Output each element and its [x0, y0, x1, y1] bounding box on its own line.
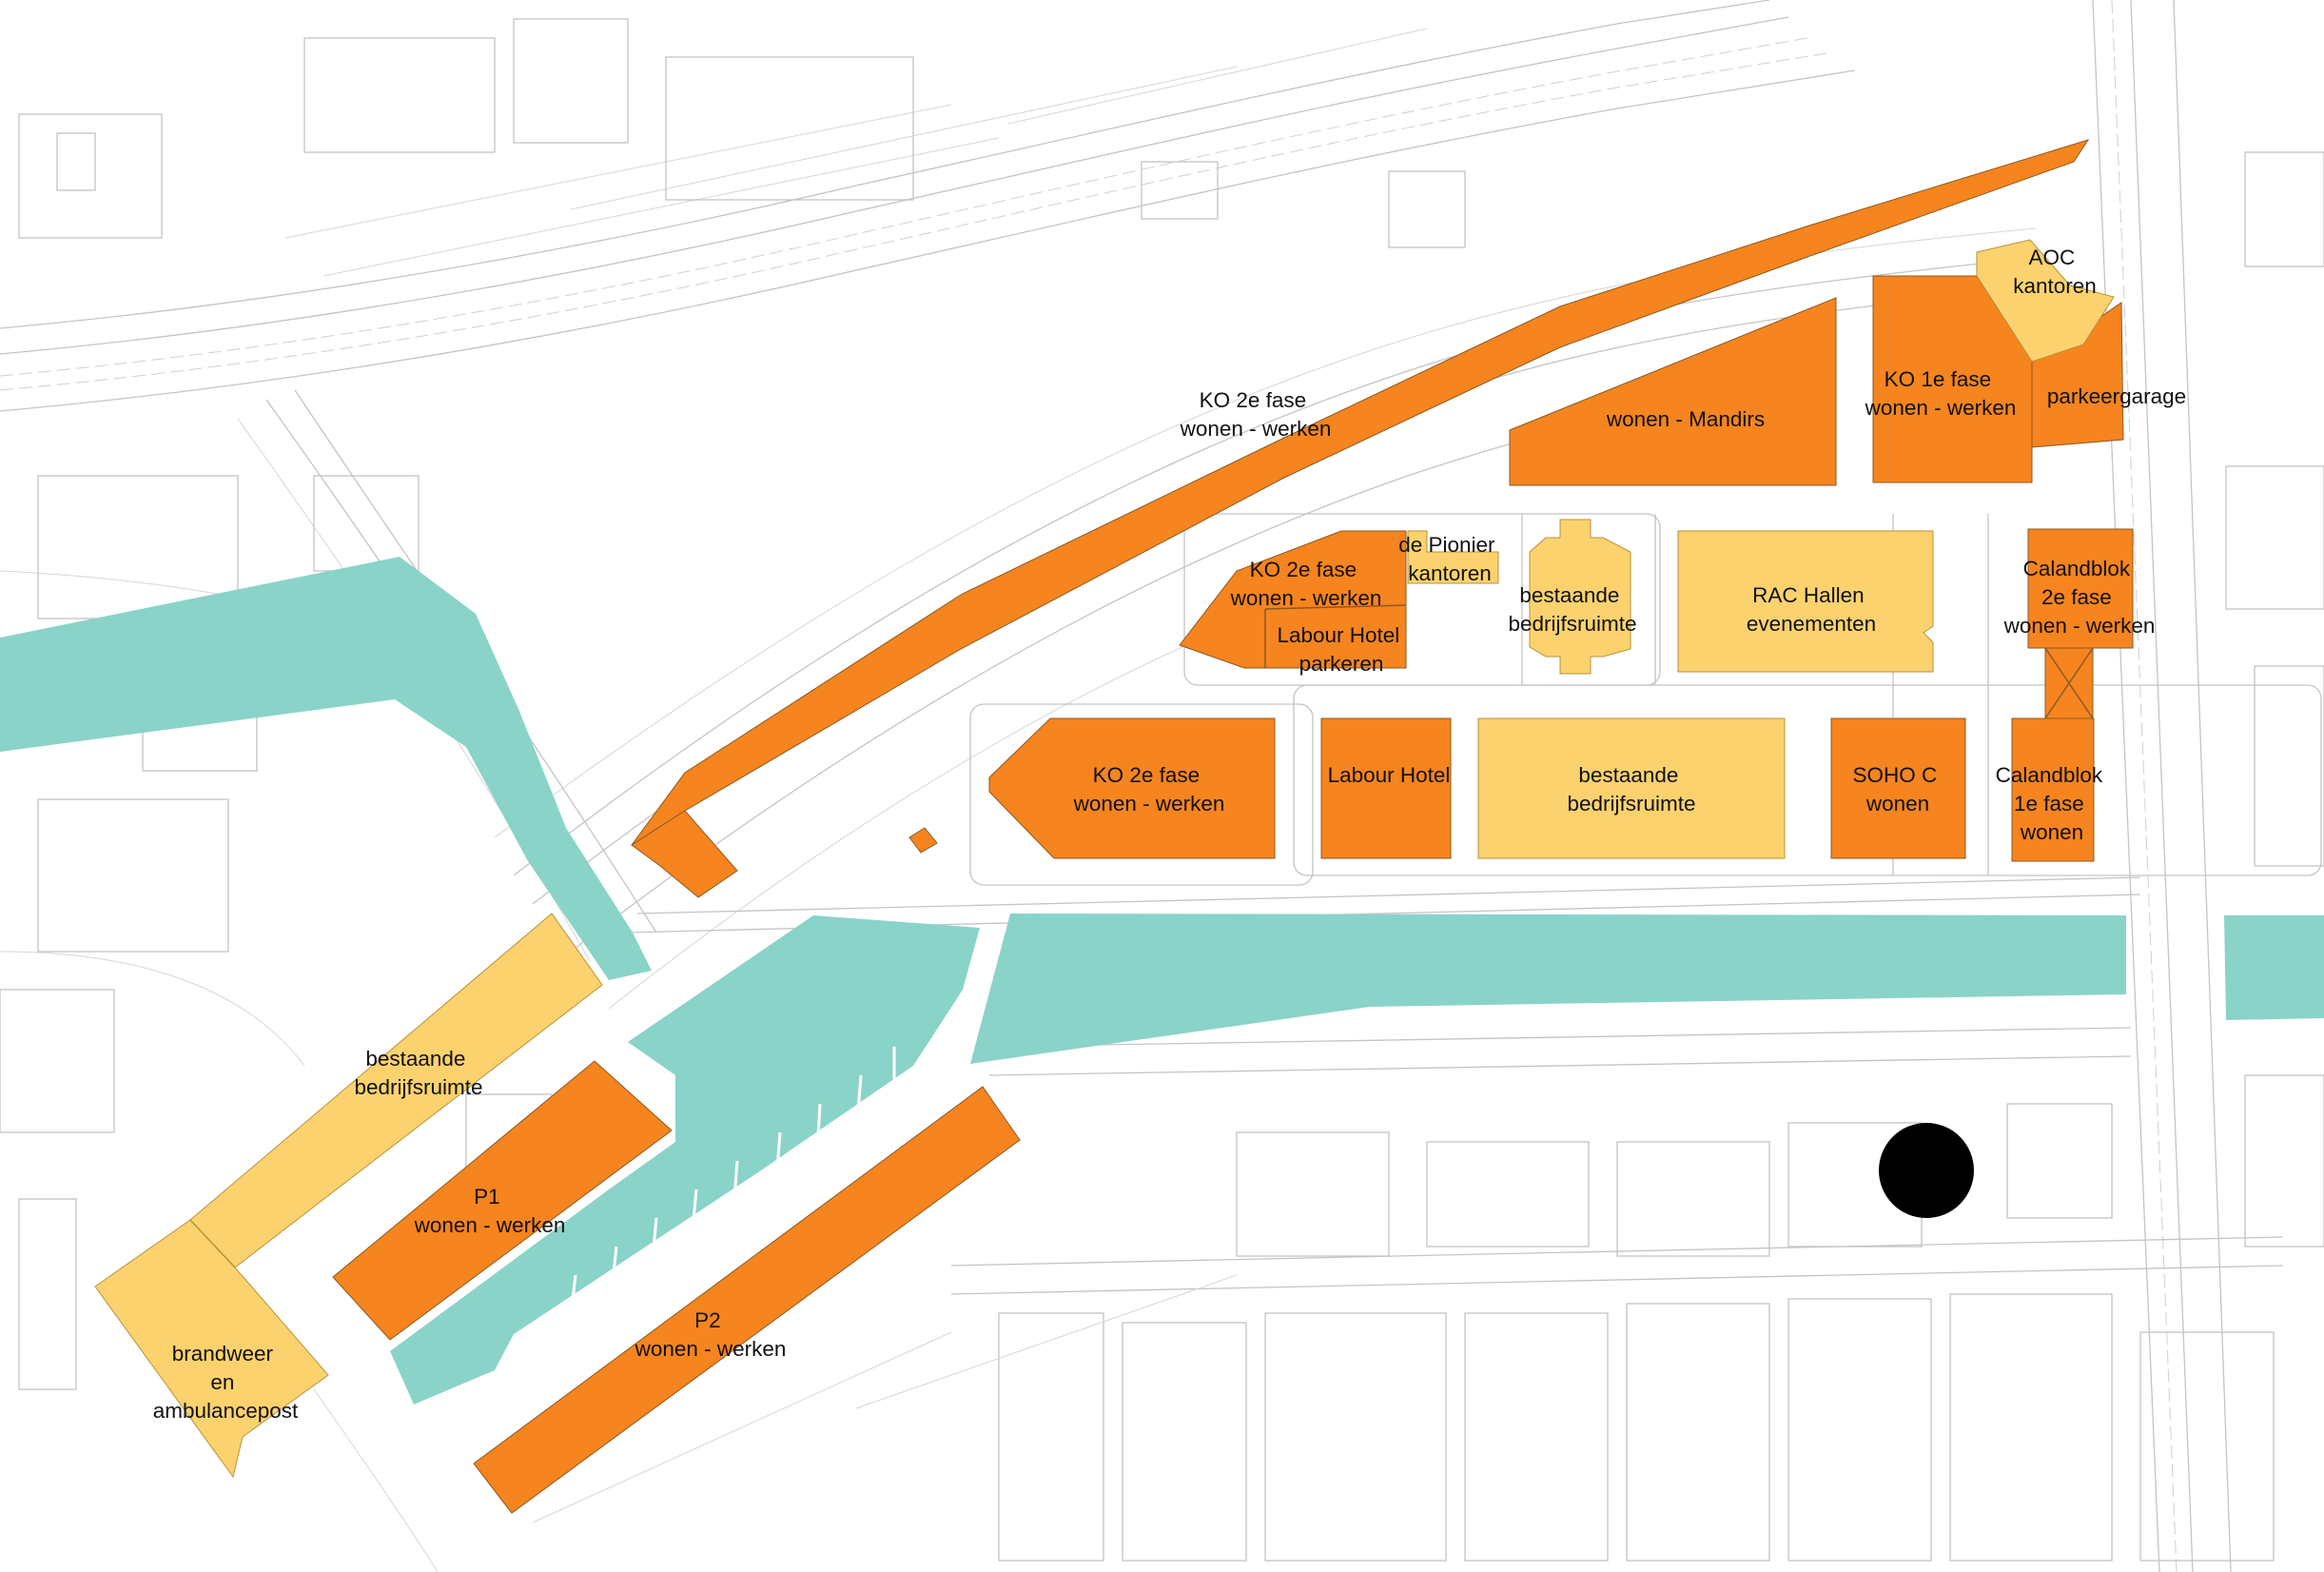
- label-line: kantoren: [2013, 274, 2097, 298]
- plot-ko2-strip: [631, 139, 2090, 846]
- label-pionier: de Pionier kantoren: [1398, 533, 1501, 585]
- canal-east: [970, 914, 2126, 1064]
- label-line: bedrijfsruimte: [1508, 612, 1636, 636]
- plot-pionier: [1407, 530, 1499, 584]
- label-line: Calandblok: [2023, 557, 2131, 580]
- plot-ko2-strip-end: [631, 810, 738, 898]
- label-aoc: AOC kantoren: [2013, 246, 2097, 298]
- plot-mandirs: [1509, 297, 1837, 486]
- label-line: bestaande: [1519, 583, 1619, 607]
- label-line: KO 1e fase: [1885, 367, 1992, 391]
- label-labour-hotel: Labour Hotel: [1328, 763, 1451, 787]
- label-line: Labour Hotel: [1328, 763, 1451, 787]
- label-line: wonen - Mandirs: [1606, 407, 1765, 431]
- label-ko2-strip: KO 2e fase wonen - werken: [1180, 388, 1332, 441]
- label-line: RAC Hallen: [1752, 583, 1865, 607]
- label-line: bestaande: [365, 1047, 465, 1071]
- label-line: KO 2e fase: [1093, 763, 1201, 787]
- plot-p2: [473, 1086, 1021, 1514]
- label-line: KO 2e fase: [1200, 388, 1307, 412]
- label-line: wonen - werken: [1073, 792, 1225, 815]
- label-line: kantoren: [1408, 561, 1492, 585]
- label-line: wonen - werken: [1865, 396, 2017, 420]
- label-ko1: KO 1e fase wonen - werken: [1865, 367, 2017, 420]
- label-line: wonen - werken: [1230, 586, 1382, 610]
- label-mandirs: wonen - Mandirs: [1606, 407, 1765, 431]
- development-plots: [94, 139, 2134, 1514]
- plot-bestaande-small: [1529, 519, 1631, 675]
- plot-p1: [332, 1060, 673, 1341]
- label-bestaande-small: bestaande bedrijfsruimte: [1508, 583, 1636, 636]
- label-line: wonen - werken: [635, 1337, 787, 1361]
- harbour-basin: [390, 915, 980, 1405]
- label-line: bedrijfsruimte: [354, 1075, 482, 1099]
- plot-calandblok1: [2011, 717, 2095, 862]
- label-calandblok2: Calandblok 2e fase wonen - werken: [2003, 557, 2156, 638]
- label-line: 2e fase: [2041, 585, 2112, 609]
- plot-aoc: [1976, 239, 2115, 363]
- label-line: evenementen: [1747, 612, 1876, 636]
- label-line: wonen - werken: [2003, 614, 2156, 638]
- plot-bestaande-center: [1477, 717, 1786, 859]
- label-ko2-low: KO 2e fase wonen - werken: [1073, 763, 1225, 815]
- label-soho: SOHO C wonen: [1852, 763, 1943, 815]
- basin-jetties: [548, 1047, 896, 1369]
- label-brandweer: brandweer en ambulancepost: [153, 1342, 299, 1423]
- label-bestaande-west: bestaande bedrijfsruimte: [354, 1047, 482, 1099]
- label-line: KO 2e fase: [1250, 558, 1357, 581]
- label-line: AOC: [2028, 246, 2075, 269]
- plot-small-square: [908, 827, 938, 854]
- label-p2: P2 wonen - werken: [635, 1308, 787, 1361]
- label-line: bedrijfsruimte: [1567, 792, 1695, 815]
- plot-rac: [1677, 530, 1934, 673]
- plot-calandblok2: [2027, 528, 2134, 649]
- plot-labour-hotel: [1320, 717, 1452, 859]
- label-p1: P1 wonen - werken: [414, 1185, 566, 1237]
- label-line: parkeergarage: [2047, 384, 2186, 408]
- label-line: wonen: [2020, 820, 2083, 844]
- label-line: SOHO C: [1852, 763, 1937, 787]
- label-parkeergarage: parkeergarage: [2047, 384, 2186, 408]
- label-line: Calandblok: [1996, 763, 2103, 787]
- label-calandblok1: Calandblok 1e fase wonen: [1996, 763, 2109, 844]
- label-line: wonen: [1865, 792, 1929, 815]
- canal-far-east: [2224, 915, 2324, 1020]
- label-line: en: [210, 1370, 234, 1394]
- label-line: wonen - werken: [414, 1213, 566, 1237]
- plot-labels: KO 2e fase wonen - werken wonen - Mandir…: [153, 246, 2186, 1423]
- label-line: bestaande: [1578, 763, 1678, 787]
- label-labour-parkeren: Labour Hotel parkeren: [1277, 623, 1405, 676]
- water-bodies: [0, 557, 2324, 1405]
- label-line: de Pionier: [1398, 533, 1495, 557]
- label-line: ambulancepost: [153, 1399, 299, 1423]
- label-line: wonen - werken: [1180, 417, 1332, 441]
- label-line: 1e fase: [2014, 792, 2084, 815]
- plot-ko2-mid: [1179, 530, 1407, 669]
- canal-north-west: [0, 557, 652, 980]
- label-rac: RAC Hallen evenementen: [1747, 583, 1876, 636]
- label-line: parkeren: [1299, 652, 1384, 676]
- label-line: P1: [474, 1185, 500, 1208]
- label-bestaande-center: bestaande bedrijfsruimte: [1567, 763, 1695, 815]
- label-line: Labour Hotel: [1277, 623, 1399, 647]
- plot-ko2-low: [988, 717, 1276, 859]
- plot-soho: [1830, 717, 1966, 859]
- label-ko2-mid: KO 2e fase wonen - werken: [1230, 558, 1382, 610]
- label-line: brandweer: [172, 1342, 274, 1366]
- label-line: P2: [694, 1308, 721, 1332]
